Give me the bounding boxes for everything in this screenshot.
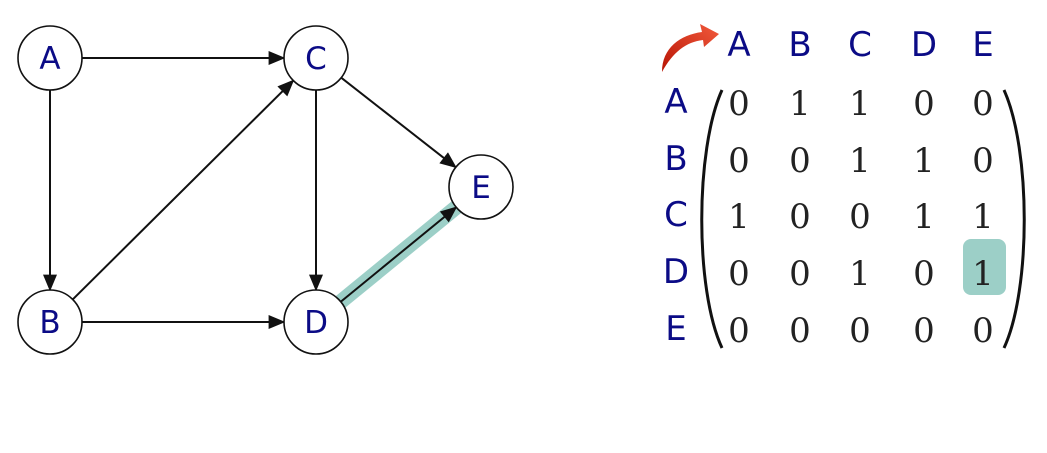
matrix-row-header: D (663, 252, 689, 292)
edge-b-c (72, 79, 295, 301)
node-label: B (39, 305, 60, 341)
corner-red-arrow-icon (662, 24, 719, 72)
matrix-col-header: B (788, 25, 811, 65)
node-label: D (304, 305, 328, 341)
node-circle (283, 25, 349, 91)
matrix-cell: 0 (789, 311, 811, 351)
matrix-cell: 0 (913, 84, 935, 124)
matrix-cell: 1 (972, 197, 994, 237)
matrix-row-header: B (664, 139, 687, 179)
matrix-cell: 1 (849, 84, 871, 124)
matrix-cell: 0 (789, 197, 811, 237)
graph-nodes: A B C D E (17, 25, 514, 355)
node-circle (448, 154, 514, 220)
matrix-cell: 1 (728, 197, 750, 237)
matrix-col-header: C (848, 25, 872, 65)
node-a: A (17, 25, 83, 91)
matrix-cell: 0 (789, 141, 811, 181)
matrix-cell: 1 (913, 197, 935, 237)
matrix-cell: 0 (849, 197, 871, 237)
matrix-row-header: E (665, 309, 686, 349)
node-label: C (305, 41, 327, 77)
node-label: E (471, 170, 491, 206)
node-e: E (448, 154, 514, 220)
matrix-cell: 1 (913, 141, 935, 181)
matrix-right-bracket (1002, 89, 1026, 349)
matrix-cell: 1 (972, 254, 994, 294)
matrix-cell: 1 (789, 84, 811, 124)
matrix-row-header: C (664, 195, 688, 235)
node-circle (17, 25, 83, 91)
matrix-cell: 0 (972, 141, 994, 181)
node-circle (283, 289, 349, 355)
matrix-cell: 0 (728, 141, 750, 181)
matrix-cell: 0 (728, 311, 750, 351)
matrix-cell: 0 (728, 254, 750, 294)
matrix-cell: 0 (913, 311, 935, 351)
edge-c-e (340, 76, 457, 169)
matrix-left-bracket (700, 89, 724, 349)
node-circle (17, 289, 83, 355)
node-b: B (17, 289, 83, 355)
graph-edges (43, 51, 471, 329)
directed-graph: A B C D E (17, 25, 514, 355)
node-label: A (39, 41, 60, 77)
matrix-col-header: E (972, 25, 993, 65)
matrix-cell: 1 (849, 141, 871, 181)
matrix-cell: 0 (913, 254, 935, 294)
matrix-col-header: D (911, 25, 937, 65)
matrix-cell: 0 (972, 84, 994, 124)
matrix-cell: 0 (789, 254, 811, 294)
matrix-col-header: A (727, 25, 750, 65)
matrix-cell: 1 (849, 254, 871, 294)
edge-d-e (340, 206, 458, 303)
node-c: C (283, 25, 349, 91)
node-d: D (283, 289, 349, 355)
matrix-cell: 0 (972, 311, 994, 351)
matrix-row-header: A (664, 82, 687, 122)
matrix-cell: 0 (849, 311, 871, 351)
highlighted-cell-box (963, 239, 1006, 295)
matrix-cell: 0 (728, 84, 750, 124)
